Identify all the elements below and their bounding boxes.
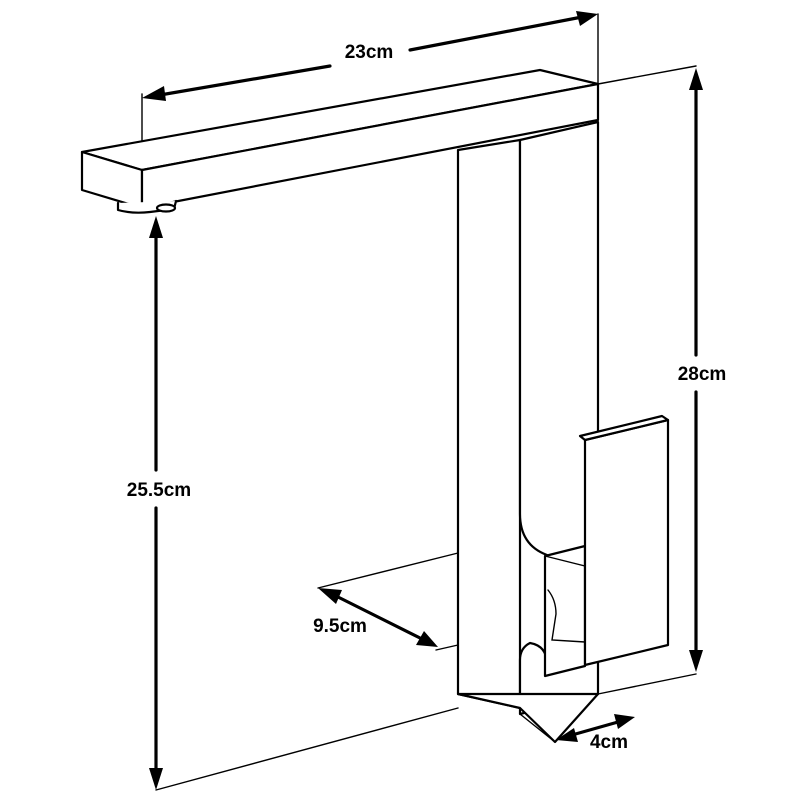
handle-joint-curve [547,589,586,643]
faucet-drawing [80,68,670,744]
dimension-label-base-depth: 9.5cm [313,616,367,637]
dimension-label-spout-length: 23cm [345,42,394,63]
dimension-labels: 23cm 28cm 25.5cm 9.5cm 4cm [127,42,727,753]
arrow-base-width [570,720,620,737]
column-front-face [456,138,522,710]
spout-right-face [140,82,600,210]
arrow-base-depth [336,595,422,640]
base-edge [519,713,556,743]
dimension-label-spout-height: 25.5cm [127,480,191,501]
handle-neck [543,544,587,678]
dimension-label-base-width: 4cm [590,732,628,753]
dimension-arrows [142,11,703,790]
aerator-ring [155,203,177,213]
handle-front-face [583,418,670,667]
extension-lines [141,13,697,791]
arrow-spout-length [158,64,332,97]
handle-joint-cap [544,545,586,567]
handle-top-face [578,414,670,442]
dimension-label-total-height: 28cm [678,364,727,385]
